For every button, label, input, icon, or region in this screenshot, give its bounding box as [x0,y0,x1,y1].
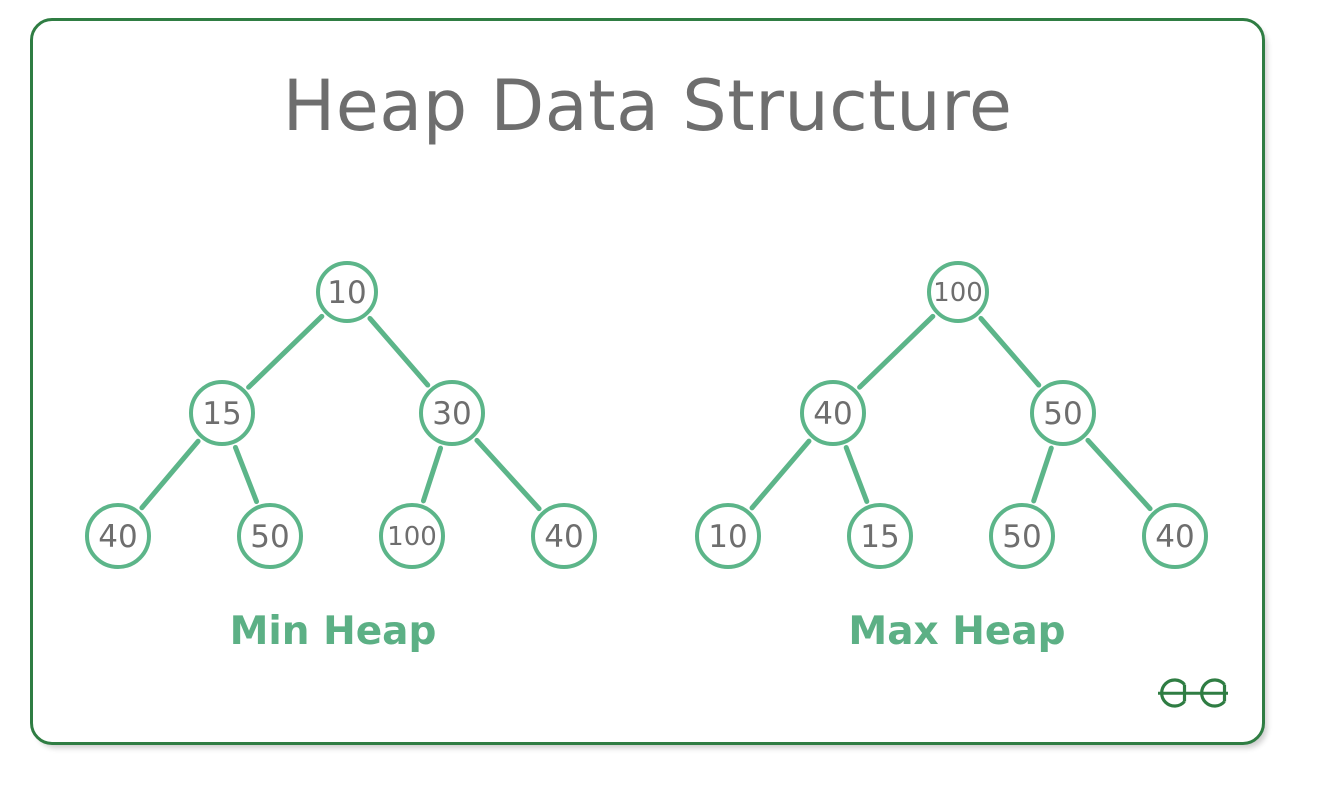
page-title: Heap Data Structure [282,65,1013,147]
geeksforgeeks-logo [1154,672,1232,714]
min-heap-caption: Min Heap [229,609,437,654]
diagram-card: Heap Data Structure [30,18,1265,745]
max-heap-caption: Max Heap [848,609,1066,654]
